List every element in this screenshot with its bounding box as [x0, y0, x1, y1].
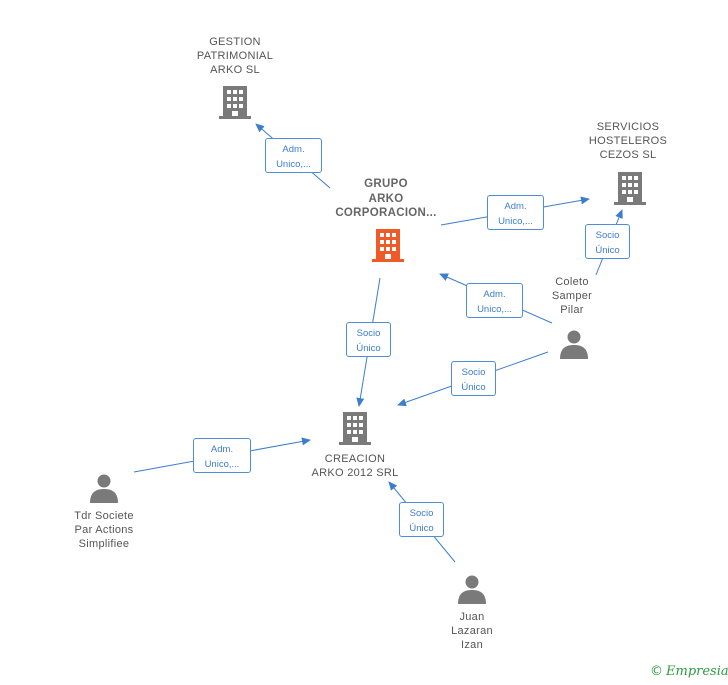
edge-label-coleto-creacion[interactable]: Socio Único [451, 361, 496, 396]
edge-label-line2: Único [409, 523, 434, 534]
edge-label-line1: Socio [595, 230, 620, 241]
edge-label-line1: Socio [409, 508, 434, 519]
edge-label-line2: Único [595, 245, 620, 256]
edge-label-line1: Socio [461, 367, 486, 378]
person-icon-tdr[interactable] [89, 473, 119, 503]
node-label-juan[interactable]: Juan Lazaran Izan [451, 611, 493, 651]
edge-label-tdr-creacion[interactable]: Adm. Unico,... [193, 438, 251, 473]
person-icon-coleto[interactable] [559, 329, 589, 359]
building-icon-servicios[interactable] [614, 170, 646, 206]
edge-label-line1: Adm. [210, 444, 234, 455]
edge-label-line1: Socio [356, 328, 381, 339]
footer-brand: ©Empresia [650, 664, 728, 679]
building-icon-creacion[interactable] [339, 410, 371, 446]
edge-label-grupo-creacion[interactable]: Socio Único [346, 322, 391, 357]
node-label-servicios[interactable]: SERVICIOS HOSTELEROS CEZOS SL [588, 121, 668, 161]
node-label-coleto[interactable]: Coleto Samper Pilar [551, 276, 593, 316]
brand-logo: Empresia [666, 664, 728, 679]
node-label-gestion[interactable]: GESTION PATRIMONIAL ARKO SL [196, 36, 274, 76]
building-icon-gestion[interactable] [219, 84, 251, 120]
node-label-tdr[interactable]: Tdr Societe Par Actions Simplifiee [74, 510, 134, 550]
edge-label-juan-creacion[interactable]: Socio Único [399, 502, 444, 537]
edge-label-line2: Único [356, 343, 381, 354]
person-icon-juan[interactable] [457, 574, 487, 604]
edge-label-coleto-grupo[interactable]: Adm. Unico,... [466, 283, 523, 318]
edge-label-line1: Adm. [504, 201, 527, 212]
copyright-symbol: © [650, 664, 663, 679]
node-label-grupo[interactable]: GRUPO ARKO CORPORACION... [335, 178, 437, 219]
edge-label-line2: Unico,... [498, 216, 533, 227]
edge-label-grupo-gestion[interactable]: Adm. Unico,... [265, 138, 322, 173]
edge-label-grupo-servicios[interactable]: Adm. Unico,... [487, 195, 544, 230]
edge-label-line2: Unico,... [276, 159, 311, 170]
node-label-creacion[interactable]: CREACION ARKO 2012 SRL [311, 453, 399, 479]
building-icon-grupo[interactable] [372, 227, 404, 263]
edge-label-line2: Unico,... [204, 459, 240, 470]
edge-label-line1: Adm. [282, 144, 305, 155]
edge-label-coleto-servicios[interactable]: Socio Único [585, 224, 630, 259]
edge-label-line2: Único [461, 382, 486, 393]
edge-label-line1: Adm. [483, 289, 506, 300]
edge-label-line2: Unico,... [477, 304, 512, 315]
